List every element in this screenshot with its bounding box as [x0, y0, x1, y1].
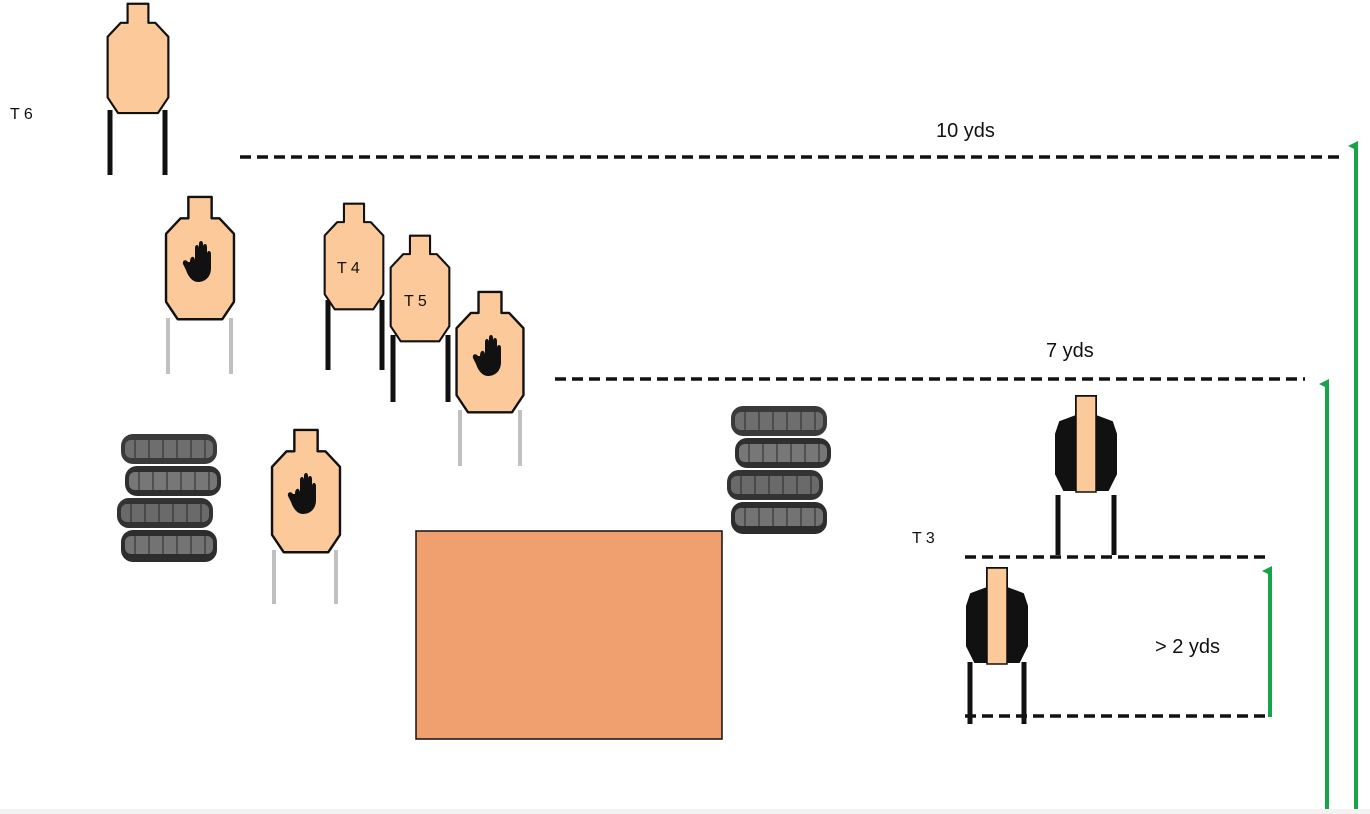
target-label-t6: T 6: [10, 106, 33, 123]
distance-label-seven: 7 yds: [1046, 340, 1094, 362]
target-silhouette-icon: [106, 2, 170, 175]
distance-label-two: > 2 yds: [1155, 636, 1221, 658]
steel-target-icon: [1054, 394, 1118, 555]
target-silhouette-icon: [389, 234, 451, 402]
target-label-t4: T 4: [337, 260, 360, 277]
barricade: [415, 530, 723, 740]
distance-label-ten: 10 yds: [936, 120, 995, 142]
no-shoot-target: [270, 428, 342, 604]
no-shoot-target: [455, 290, 525, 466]
no-shoot-target: [164, 195, 236, 374]
steel-target-icon: [965, 566, 1029, 724]
tire-stack-icon: [726, 405, 832, 535]
target-label-t3: T 3: [912, 530, 935, 547]
target-label-t5: T 5: [404, 293, 427, 310]
target-silhouette-icon: [323, 202, 385, 370]
bottom-strip: [0, 809, 1370, 814]
tire-stack-icon: [116, 433, 222, 563]
